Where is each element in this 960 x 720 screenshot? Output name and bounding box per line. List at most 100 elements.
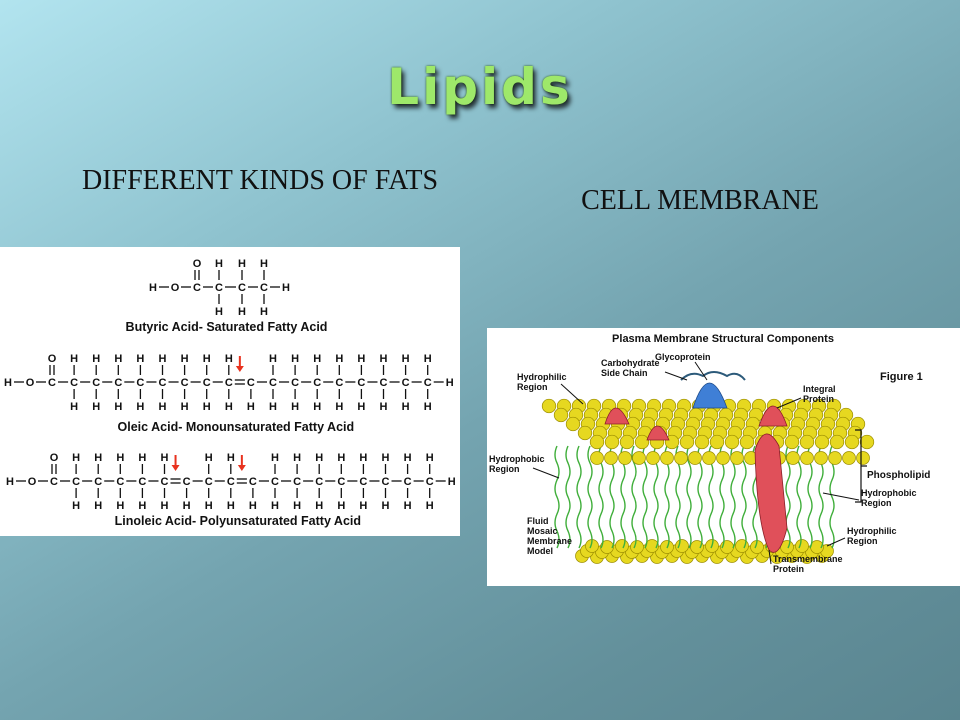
carbon-atom: C [138, 476, 146, 488]
hydrogen-atom: H [293, 500, 301, 512]
hydrogen-atom: H [225, 401, 233, 413]
transmembrane-protein-shape [754, 433, 788, 553]
phospholipid-head [844, 434, 860, 450]
phospholipid-head [632, 451, 646, 465]
hydrogen-atom: H [159, 401, 167, 413]
hydrogen-atom: H [70, 401, 78, 413]
hydrogen-atom: H [293, 452, 301, 464]
hydrogen-atom: H [92, 401, 100, 413]
hydrogen-atom: H [72, 500, 80, 512]
phospholipid-head [716, 451, 730, 465]
phospholipid-head [565, 416, 581, 432]
hydrogen-atom: H [380, 353, 388, 365]
phospholipid-head [634, 434, 650, 450]
carbon-atom: C [50, 476, 58, 488]
hydrogen-atom: H [313, 353, 321, 365]
hydrogen-atom: H [149, 282, 157, 294]
carbon-atom: C [402, 377, 410, 389]
hydrogen-atom: H [357, 401, 365, 413]
carbon-atom: C [181, 377, 189, 389]
hydrogen-atom: H [269, 401, 277, 413]
carbon-atom: C [313, 377, 321, 389]
hydrogen-atom: H [291, 401, 299, 413]
phospholipid-tail [796, 445, 802, 549]
phospholipid-tail [642, 445, 648, 549]
phospholipid-tail [565, 445, 571, 549]
phospholipid-head [619, 434, 635, 450]
carbon-atom: C [271, 476, 279, 488]
figure-label: Figure 1 [880, 371, 923, 383]
leader-line [694, 361, 708, 381]
phospholipid-head [675, 539, 689, 553]
hydrogen-atom: H [404, 452, 412, 464]
leader-line [532, 467, 560, 479]
oleic-caption: Oleic Acid- Monounsaturated Fatty Acid [118, 420, 355, 434]
hydrogen-atom: H [92, 353, 100, 365]
phospholipid-head [709, 434, 725, 450]
phospholipid-tail [576, 445, 582, 549]
hydrogen-atom: H [205, 452, 213, 464]
hydrogen-atom: H [260, 306, 268, 318]
phospholipid-tail [785, 445, 791, 549]
hydrogen-atom: H [359, 500, 367, 512]
hydrogen-atom: H [404, 500, 412, 512]
carbon-atom: C [48, 377, 56, 389]
hydrogen-atom: H [337, 452, 345, 464]
phospholipid-tail [587, 445, 593, 549]
carbon-atom: C [247, 377, 255, 389]
carbon-atom: C [92, 377, 100, 389]
carbon-atom: C [337, 476, 345, 488]
phospholipid-head [814, 451, 828, 465]
hydrogen-atom: H [72, 452, 80, 464]
hydrogen-atom: H [116, 500, 124, 512]
hydrogen-atom: H [402, 401, 410, 413]
phospholipid-head [724, 434, 740, 450]
oxygen-atom: O [26, 377, 35, 389]
hydrogen-atom: H [380, 401, 388, 413]
carbonyl-oxygen-atom: O [48, 353, 57, 365]
phospholipid-head [646, 451, 660, 465]
carbon-atom: C [203, 377, 211, 389]
phospholipid-head [694, 434, 710, 450]
double-bond-arrow-icon [171, 465, 180, 471]
hydrogen-atom: H [249, 500, 257, 512]
hydrogen-atom: H [136, 401, 144, 413]
phospholipid-head [630, 540, 644, 554]
integral-protein-left [604, 407, 630, 425]
hydrogen-atom: H [315, 452, 323, 464]
carbon-atom: C [161, 476, 169, 488]
phospholipid-head [600, 540, 614, 554]
hydrogen-atom: H [183, 500, 191, 512]
hydrogen-atom: H [291, 353, 299, 365]
carbon-atom: C [215, 282, 223, 294]
carbon-atom: C [225, 377, 233, 389]
phospholipid-head [814, 434, 830, 450]
phospholipid-head [784, 434, 800, 450]
phospholipid-tail [741, 445, 747, 549]
hydrogen-atom: H [203, 401, 211, 413]
oxygen-atom: O [171, 282, 180, 294]
hydrogen-atom: H [70, 353, 78, 365]
hydrogen-atom: H [138, 500, 146, 512]
phospholipid-head [589, 434, 605, 450]
hydrogen-atom: H [6, 476, 14, 488]
carbon-atom: C [116, 476, 124, 488]
phospholipid-head [799, 434, 815, 450]
hydrogen-atom: H [114, 401, 122, 413]
carbon-atom: C [426, 476, 434, 488]
phospholipid-head [679, 434, 695, 450]
phospholipid-head [702, 451, 716, 465]
carbon-atom: C [260, 282, 268, 294]
phospholipid-tail [686, 445, 692, 549]
carbon-atom: C [335, 377, 343, 389]
hydrogen-atom: H [181, 401, 189, 413]
carbon-atom: C [159, 377, 167, 389]
